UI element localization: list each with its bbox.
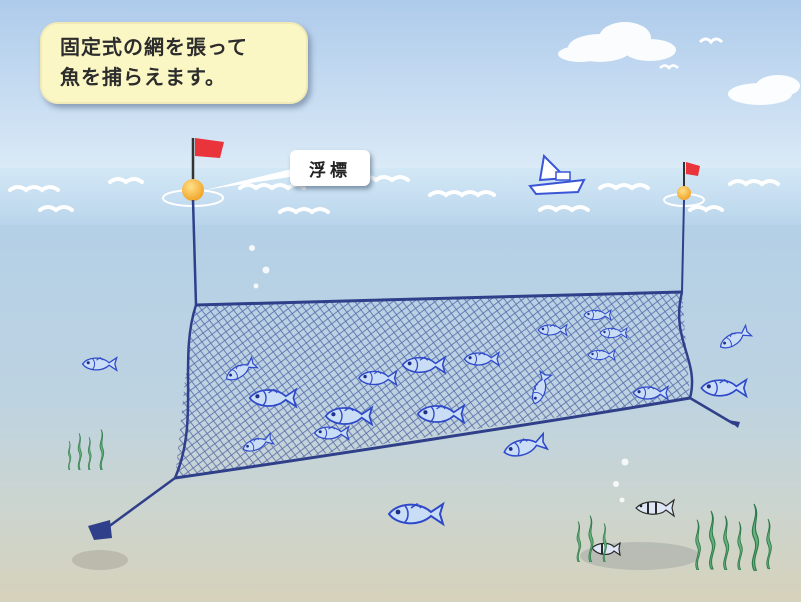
net-rope — [173, 304, 198, 479]
anchor-line — [103, 476, 176, 532]
net-mesh — [175, 292, 690, 478]
left-buoy — [162, 138, 224, 207]
buoy-icon — [677, 186, 691, 200]
flag-icon — [686, 162, 700, 176]
boat-icon — [528, 153, 586, 196]
buoy-icon — [182, 179, 204, 201]
seagull-icon — [659, 64, 679, 70]
caption-box: 固定式の網を張って 魚を捕らえます。 — [40, 22, 308, 104]
buoy-label-pointer — [205, 168, 296, 190]
buoy-line — [191, 199, 198, 306]
right-buoy — [663, 162, 705, 207]
net-rope — [174, 396, 691, 480]
caption-line-1: 固定式の網を張って — [60, 35, 248, 59]
waves — [8, 175, 780, 215]
cloud-icon — [558, 22, 676, 62]
fish-icon — [635, 498, 675, 518]
anchor-icon — [88, 520, 112, 540]
caption-line-2: 魚を捕らえます。 — [60, 65, 226, 89]
seabed-shadow — [72, 550, 128, 570]
net-rope — [195, 290, 683, 307]
bubble-icon — [249, 245, 629, 503]
buoy-label: 浮標 — [290, 150, 370, 186]
anchor-line — [689, 396, 735, 426]
buoy-line — [681, 199, 685, 293]
cloud-icon — [728, 75, 800, 105]
flag-icon — [195, 138, 224, 158]
net-rope — [677, 291, 694, 399]
seagull-icon — [698, 37, 724, 45]
anchor-icon — [728, 420, 740, 428]
